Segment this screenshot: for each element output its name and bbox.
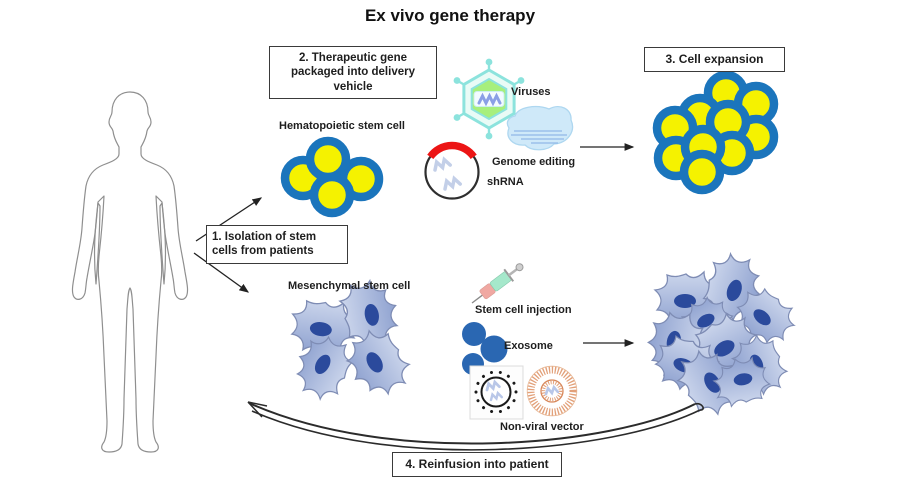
hematopoietic-label: Hematopoietic stem cell bbox=[279, 120, 405, 132]
lipoplex-icon bbox=[469, 365, 524, 420]
shrna-label: shRNA bbox=[487, 176, 524, 188]
human-body-outline bbox=[71, 91, 189, 453]
expanded-hsc-cluster bbox=[657, 75, 774, 190]
genome-editing-label: Genome editing bbox=[492, 156, 576, 168]
injection-label: Stem cell injection bbox=[475, 304, 572, 316]
arrow-to-msc bbox=[193, 252, 250, 293]
exosome-label: Exosome bbox=[504, 340, 553, 352]
virus-icon bbox=[453, 58, 525, 140]
genome-editing-icon bbox=[506, 105, 574, 151]
step3-box: 3. Cell expansion bbox=[644, 47, 785, 72]
shrna-plasmid-icon bbox=[424, 141, 480, 200]
step2-box: 2. Therapeutic gene packaged into delive… bbox=[269, 46, 437, 100]
reinfusion-arrow bbox=[247, 401, 704, 451]
viruses-label: Viruses bbox=[511, 86, 551, 98]
step1-box: 1. Isolation of stem cells from patients bbox=[206, 225, 348, 264]
syringe-icon bbox=[471, 263, 524, 304]
page-title: Ex vivo gene therapy bbox=[364, 6, 536, 25]
liposome-icon bbox=[526, 365, 578, 417]
nonviral-label: Non-viral vector bbox=[500, 421, 584, 433]
step4-box: 4. Reinfusion into patient bbox=[392, 452, 562, 477]
hsc-cluster bbox=[285, 141, 379, 213]
mesenchymal-label: Mesenchymal stem cell bbox=[288, 280, 411, 292]
expanded-msc-cluster bbox=[642, 247, 803, 424]
msc-cluster bbox=[285, 276, 418, 407]
